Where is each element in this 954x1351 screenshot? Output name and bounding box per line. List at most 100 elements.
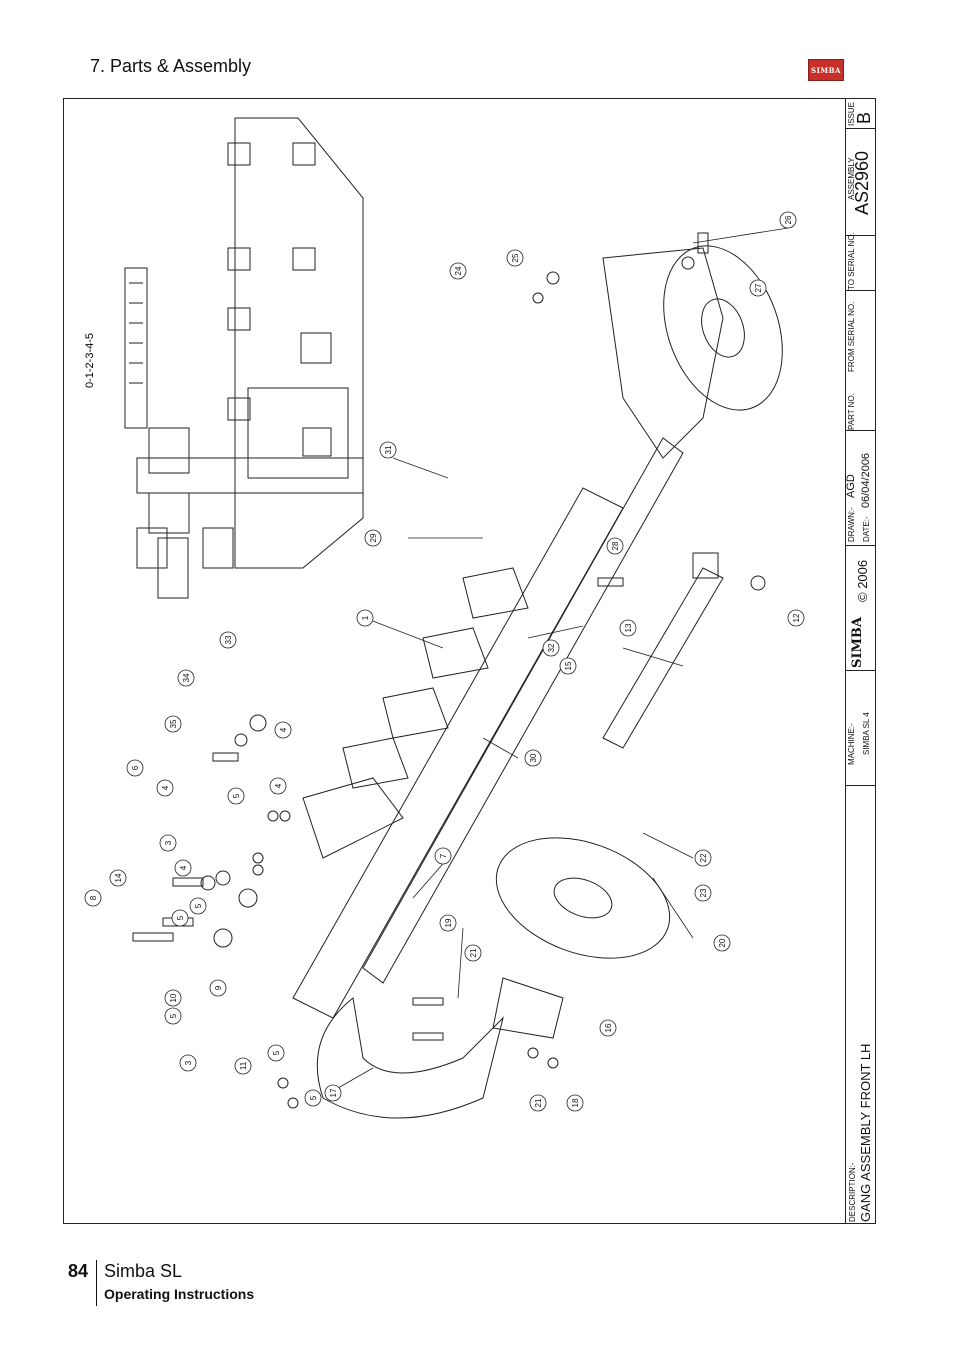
part-balloon [304,1089,322,1107]
part-balloon [126,759,144,777]
disc-top [663,245,783,411]
part-balloon-label: 33 [224,635,233,644]
drawn-label: DRAWN:- [847,507,856,542]
part-balloon [694,884,712,902]
part-balloon [164,715,182,733]
part-balloon [606,537,624,555]
part-balloon [234,1057,252,1075]
part-balloon [274,721,292,739]
part-balloon-label: 10 [169,993,178,1002]
part-balloon-label: 13 [624,623,633,632]
part-balloon-label: 4 [161,785,170,790]
part-balloon [529,1094,547,1112]
part-balloon-label: 5 [176,915,185,920]
part-balloon-label: 18 [571,1098,580,1107]
drawing-frame [63,98,876,1224]
part-balloon-label: 24 [454,266,463,275]
page-number: 84 [68,1261,89,1281]
part-balloon-label: 30 [529,753,538,762]
part-balloon [566,1094,584,1112]
part-balloon-label: 9 [214,985,223,990]
copyright-text: © 2006 [855,559,870,602]
part-balloon [171,909,189,927]
part-balloon-label: 35 [169,719,178,728]
manual-subtitle: Operating Instructions [104,1286,255,1302]
issue-value: B [854,111,874,124]
part-balloon [749,279,767,297]
part-balloon [364,529,382,547]
part-balloon-label: 4 [279,727,288,732]
part-balloon-label: 19 [444,918,453,927]
part-balloon [109,869,127,887]
part-balloon-label: 4 [274,783,283,788]
footer-divider [96,1260,97,1306]
part-balloon-label: 29 [369,533,378,542]
part-balloon [156,779,174,797]
part-balloon-label: 20 [718,938,727,947]
assembly-value: AS2960 [852,150,872,215]
part-balloon-label: 21 [469,948,478,957]
part-balloon [779,211,797,229]
gang-beam [292,487,624,1019]
part-balloon-label: 6 [131,765,140,770]
part-balloon [227,787,245,805]
part-balloon-label: 5 [232,793,241,798]
from-serial-label: FROM SERIAL NO. [847,301,856,372]
exploded-parts-drawing: 0-1-2-3-4-5 1334444455555567891011121314… [84,117,805,1119]
part-balloon-label: 4 [179,865,188,870]
part-balloon-label: 7 [439,853,448,858]
disc-arm-bottom [316,997,504,1119]
part-balloon [434,847,452,865]
date-label: DATE:- [862,516,871,542]
part-balloon-label: 17 [329,1088,338,1097]
part-balloon-label: 22 [699,853,708,862]
part-balloon-label: 23 [699,888,708,897]
part-balloon-label: 16 [604,1023,613,1032]
description-label: DESCRIPTION:- [848,1162,857,1222]
part-balloon-label: 8 [89,895,98,900]
part-balloon [439,914,457,932]
part-balloon [159,834,177,852]
part-balloon-label: 12 [792,613,801,622]
part-balloon [324,1084,342,1102]
part-balloon-label: 5 [169,1013,178,1018]
part-balloon [189,897,207,915]
part-balloon [269,777,287,795]
part-balloon-label: 3 [164,840,173,845]
scale-label: 0-1-2-3-4-5 [84,333,96,388]
part-balloon [619,619,637,637]
part-balloon-label: 5 [272,1050,281,1055]
gang-beam-lower [362,437,684,984]
machine-value: SIMBA SL 4 [862,712,871,755]
disc-bottom [495,837,671,959]
part-no-label: PART NO. [847,393,856,430]
part-balloon-label: 27 [754,283,763,292]
part-balloon [464,944,482,962]
part-balloon [559,657,577,675]
machine-label: MACHINE:- [847,723,856,765]
title-block [845,98,876,1224]
description-value: GANG ASSEMBLY FRONT LH [858,1043,873,1222]
drawn-value: AGD [845,474,857,498]
part-balloon-label: 28 [611,541,620,550]
detail-clamp-block [247,387,349,479]
part-balloon [379,441,397,459]
part-balloon-label: 5 [309,1095,318,1100]
part-balloon [174,859,192,877]
part-balloon-label: 25 [511,253,520,262]
part-balloon [164,1007,182,1025]
part-balloon-label: 34 [182,673,191,682]
part-balloon-label: 15 [564,661,573,670]
to-serial-label: TO SERIAL NO. [847,232,856,290]
part-balloon-label: 3 [184,1060,193,1065]
part-balloon [177,669,195,687]
disc-arm-top [602,247,724,459]
part-balloon [209,979,227,997]
part-balloon [787,609,805,627]
part-balloon [524,749,542,767]
part-balloon-label: 32 [547,643,556,652]
part-balloon [713,934,731,952]
part-balloon [542,639,560,657]
adjuster-rod [602,567,724,749]
part-balloon-label: 31 [384,445,393,454]
